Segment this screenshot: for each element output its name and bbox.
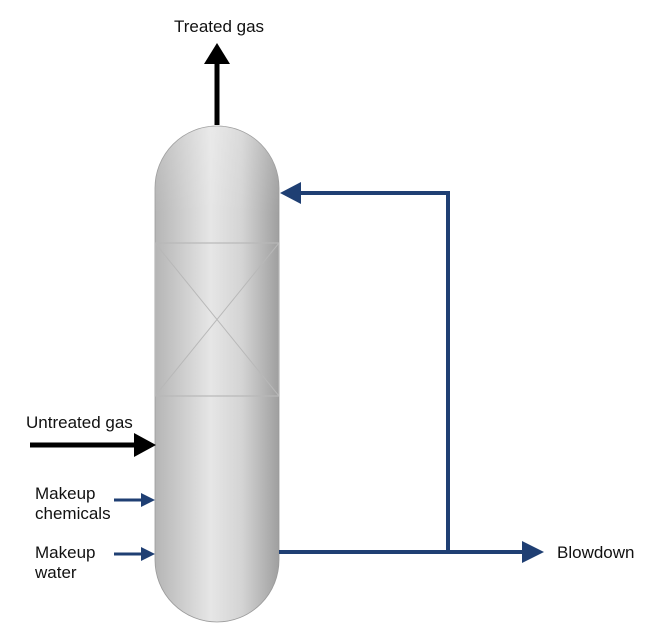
untreated-gas-label: Untreated gas: [26, 413, 133, 432]
makeup-water-label-line2: water: [34, 563, 77, 582]
blowdown-arrow: [448, 541, 544, 563]
treated-gas-arrow: [204, 43, 230, 125]
recirculation-line: [279, 182, 450, 554]
untreated-gas-arrow: [30, 433, 156, 457]
treated-gas-label: Treated gas: [174, 17, 264, 36]
blowdown-label: Blowdown: [557, 543, 635, 562]
makeup-chemicals-label-line2: chemicals: [35, 504, 111, 523]
packing-bed-outline: [154, 242, 280, 397]
makeup-water-arrow: [114, 547, 155, 561]
makeup-chemicals-label-line1: Makeup: [35, 484, 95, 503]
makeup-chemicals-arrow: [114, 493, 155, 507]
packing-diagonal: [154, 242, 280, 397]
scrubber-vessel: [154, 125, 280, 623]
makeup-water-label-line1: Makeup: [35, 543, 95, 562]
packing-bed: [154, 242, 280, 397]
